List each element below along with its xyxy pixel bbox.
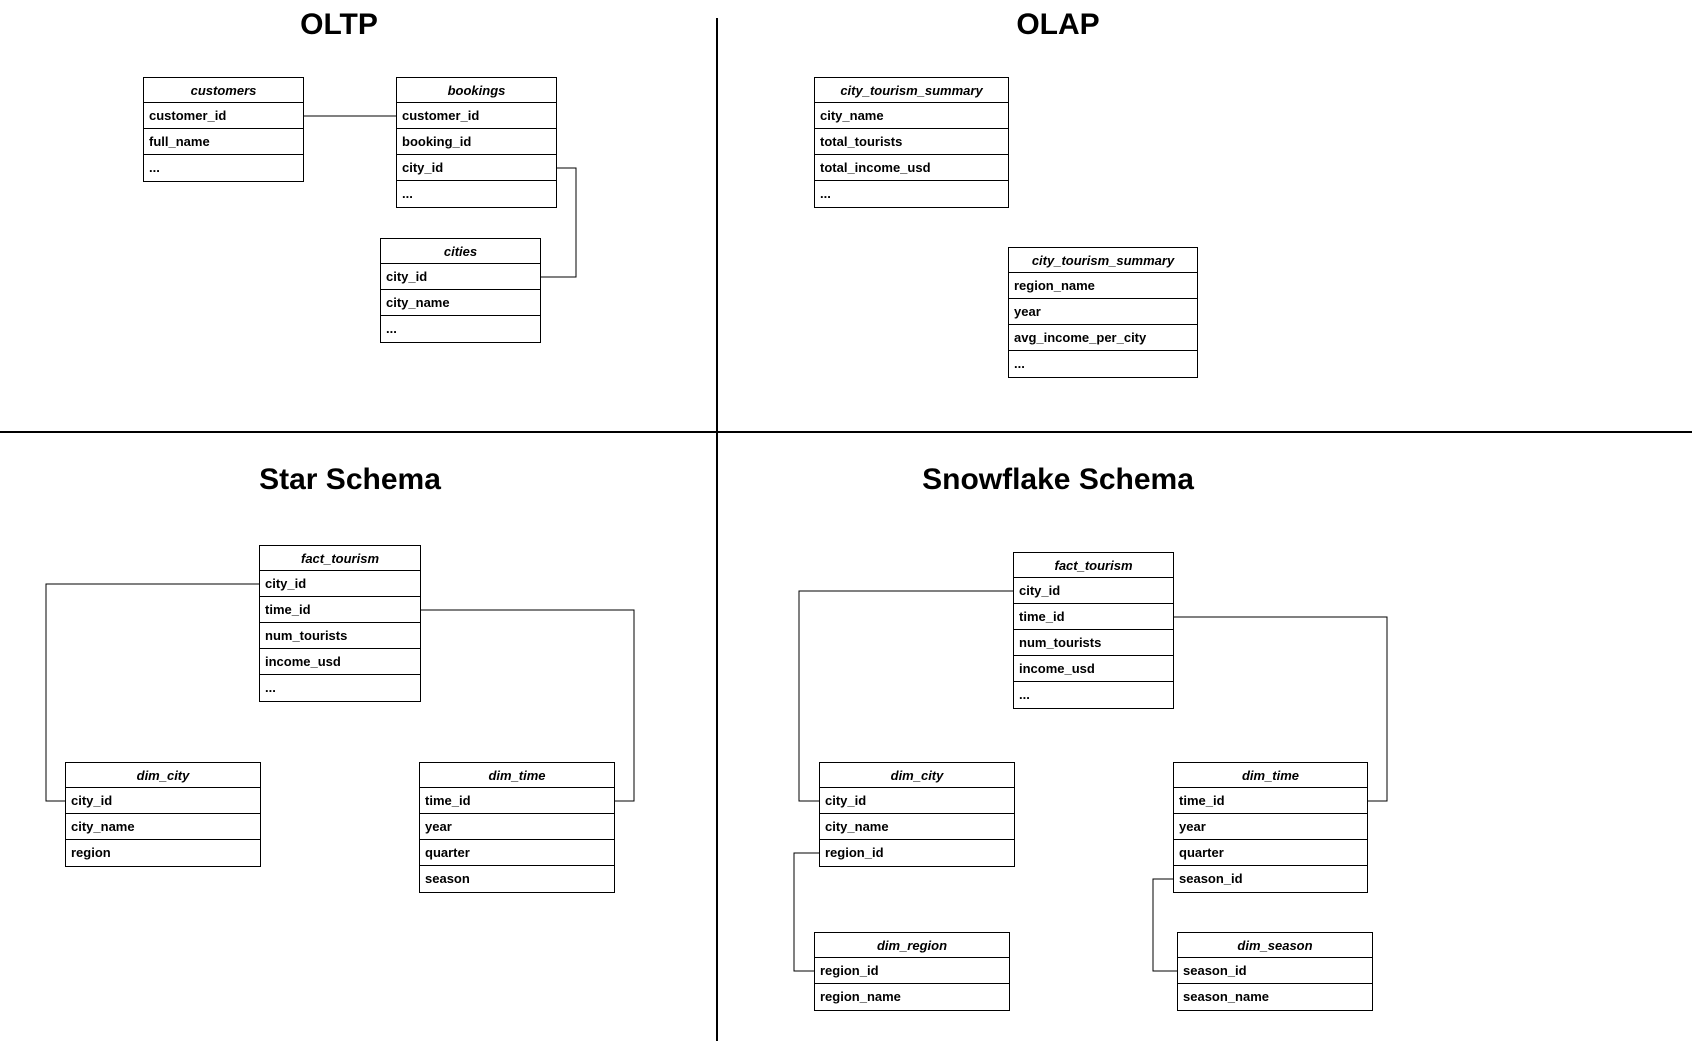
table-field: ... [386,321,397,336]
table-field: ... [1019,687,1030,702]
table-name: city_tourism_summary [815,78,1008,103]
table-name: dim_time [1174,763,1367,788]
table-field: time_id [420,788,614,814]
table-name: customers [144,78,303,103]
table-field: city_name [381,290,540,316]
table-field: ... [402,186,413,201]
table-name: dim_time [420,763,614,788]
table-field: season_id [1179,871,1243,886]
table-field: city_id [381,264,540,290]
table-name: cities [381,239,540,264]
connector-snow-dimcity-dimregion [793,852,819,972]
table-name: city_tourism_summary [1009,248,1197,273]
table-name: fact_tourism [1014,553,1173,578]
table-field: city_id [1014,578,1173,604]
table-field: time_id [260,597,420,623]
connector-star-fact-dimcity [45,583,259,802]
table-field: avg_income_per_city [1009,325,1197,351]
table-field: time_id [1174,788,1367,814]
table-field: city_id [820,788,1014,814]
section-title-oltp: OLTP [300,8,378,41]
table-field: region_name [820,989,901,1004]
connector-bookings-cities [540,167,577,278]
table-field: income_usd [1014,656,1173,682]
table-field: season [425,871,470,886]
table-field: time_id [1014,604,1173,630]
table-field: city_id [397,155,556,181]
connector-star-fact-dimtime [420,609,635,802]
table-field: income_usd [260,649,420,675]
table-name: dim_city [820,763,1014,788]
section-title-olap: OLAP [1016,8,1100,41]
table-field: ... [820,186,831,201]
table-field: customer_id [144,103,303,129]
table-field: season_id [1178,958,1372,984]
table-field: year [1174,814,1367,840]
table-field: year [1009,299,1197,325]
table-field: customer_id [397,103,556,129]
table-name: fact_tourism [260,546,420,571]
table-field: city_id [66,788,260,814]
table-field: total_income_usd [815,155,1008,181]
table-name: dim_city [66,763,260,788]
section-title-snowflake-schema: Snowflake Schema [922,463,1194,496]
table-field: region_id [815,958,1009,984]
table-field: region_id [825,845,884,860]
table-field: city_name [815,103,1008,129]
connector-snow-fact-dimtime [1173,616,1388,802]
table-field: ... [1014,356,1025,371]
table-field: season_name [1183,989,1269,1004]
table-field: ... [265,680,276,695]
table-field: num_tourists [260,623,420,649]
table-name: dim_region [815,933,1009,958]
table-field: num_tourists [1014,630,1173,656]
table-name: bookings [397,78,556,103]
table-field: city_id [260,571,420,597]
table-field: year [420,814,614,840]
table-field: region_name [1009,273,1197,299]
table-field: full_name [144,129,303,155]
table-name: dim_season [1178,933,1372,958]
table-field: ... [149,160,160,175]
table-field: region [71,845,111,860]
table-field: quarter [1174,840,1367,866]
table-field: city_name [820,814,1014,840]
connector-snow-dimtime-dimseason [1152,878,1177,972]
table-field: quarter [420,840,614,866]
table-field: city_name [66,814,260,840]
table-field: total_tourists [815,129,1008,155]
connector-snow-fact-dimcity [798,590,1013,802]
table-field: booking_id [397,129,556,155]
section-title-star-schema: Star Schema [259,463,441,496]
